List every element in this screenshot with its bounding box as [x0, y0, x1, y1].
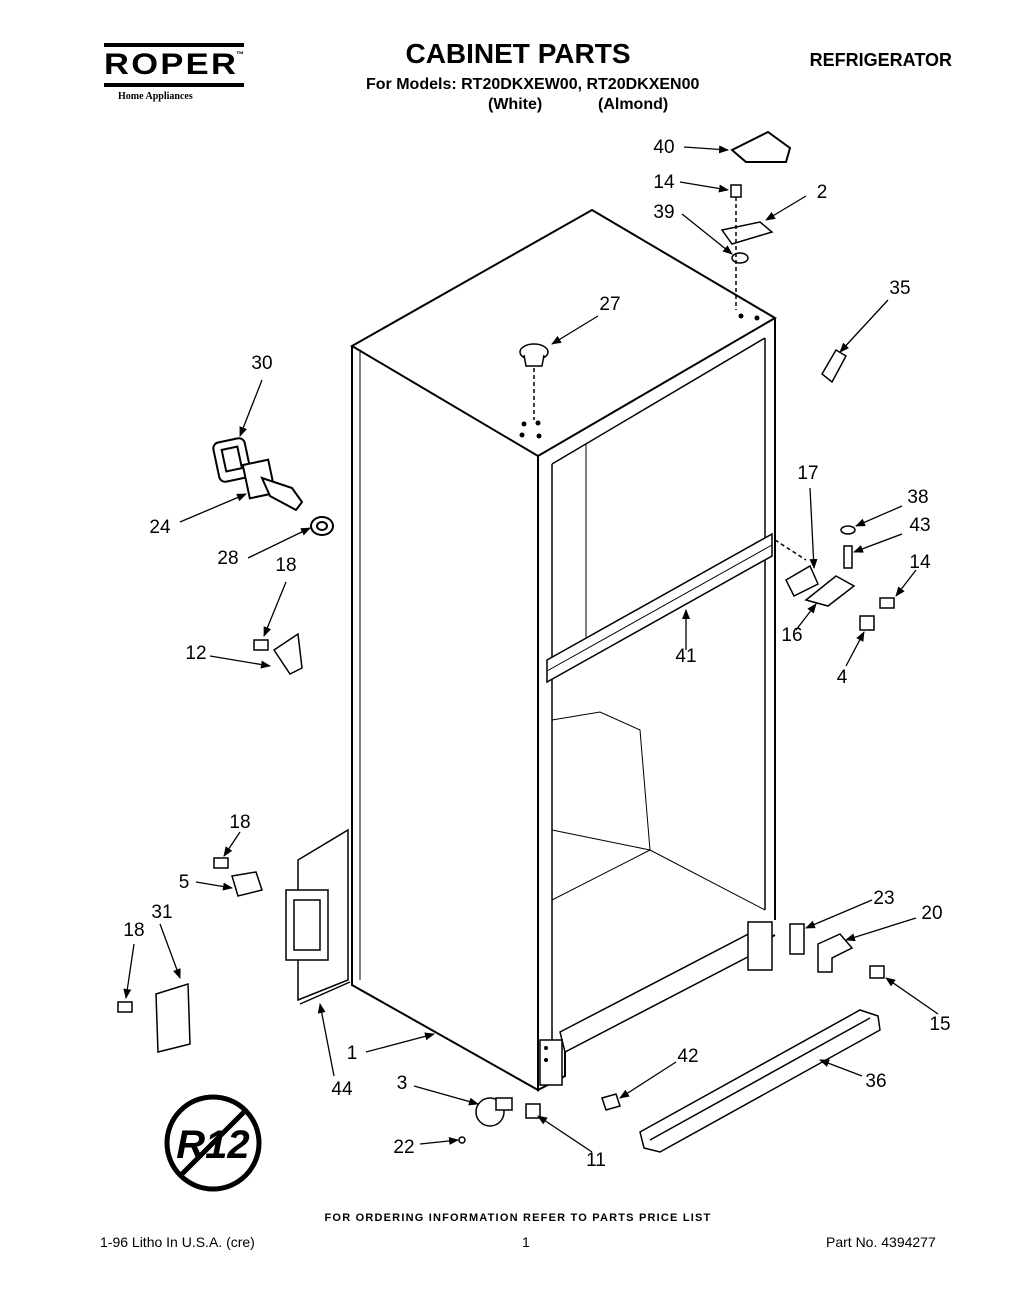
part-label-12: 12 [185, 643, 206, 664]
ordering-note: FOR ORDERING INFORMATION REFER TO PARTS … [324, 1212, 712, 1224]
part-31-cover [117, 982, 191, 1053]
part-label-20: 20 [921, 903, 942, 924]
part-label-5: 5 [179, 872, 190, 893]
cabinet-body [350, 208, 777, 1092]
part-label-2: 2 [817, 182, 828, 203]
part-label-14: 14 [653, 172, 675, 193]
part-label-31: 31 [151, 902, 172, 923]
part-label-27: 27 [599, 294, 620, 315]
part-5-clip [213, 857, 263, 897]
page-number: 1 [522, 1234, 530, 1250]
part-36-grille [639, 1009, 881, 1153]
part-label-39: 39 [653, 202, 674, 223]
part-16-hinge-assembly [774, 525, 895, 631]
part-label-36: 36 [865, 1071, 886, 1092]
part-label-35: 35 [889, 278, 910, 299]
part-label-17: 17 [797, 463, 818, 484]
part-30-24-28-handle-mounts [212, 437, 334, 536]
variant-almond: (Almond) [598, 96, 669, 113]
part-42-stop [601, 1093, 621, 1111]
part-label-14: 14 [909, 552, 931, 573]
part-35-trim-clip [821, 348, 847, 384]
part-label-42: 42 [677, 1046, 698, 1067]
part-label-1: 1 [347, 1043, 358, 1064]
leader-lines [123, 145, 939, 1153]
part-label-15: 15 [929, 1014, 950, 1035]
part-label-43: 43 [909, 515, 930, 536]
part-3-leveler [458, 1097, 541, 1144]
part-40-hinge-cover [730, 130, 792, 163]
part-label-23: 23 [873, 888, 894, 909]
part-label-28: 28 [217, 548, 238, 569]
r12-prohibited-mark: R12 [164, 1094, 262, 1192]
part-label-30: 30 [251, 353, 272, 374]
part-27-plug [519, 343, 549, 420]
part-label-18: 18 [275, 555, 296, 576]
part-label-41: 41 [675, 646, 696, 667]
brand-name: ROPER [104, 48, 239, 81]
brand-subtitle: Home Appliances [118, 91, 193, 102]
part-label-44: 44 [331, 1079, 353, 1100]
part-label-22: 22 [393, 1137, 414, 1158]
part-label-4: 4 [837, 667, 848, 688]
variant-white: (White) [488, 96, 543, 113]
part-label-18: 18 [123, 920, 144, 941]
part-12-bracket [253, 632, 303, 675]
appliance-type: REFRIGERATOR [809, 50, 952, 70]
part-44-side-panel [285, 828, 351, 1005]
part-label-11: 11 [586, 1150, 606, 1171]
part-label-18: 18 [229, 812, 250, 833]
part-2-top-hinge [720, 184, 774, 310]
part-label-38: 38 [907, 487, 928, 508]
part-label-16: 16 [781, 625, 802, 646]
part-label-3: 3 [397, 1073, 408, 1094]
part-label-24: 24 [149, 517, 171, 538]
brand-logo: ROPER ™ Home Appliances [104, 40, 244, 102]
litho-note: 1-96 Litho In U.S.A. (cre) [100, 1234, 255, 1250]
part-number: Part No. 4394277 [826, 1234, 936, 1250]
part-20-bottom-hinge [789, 923, 885, 979]
models-line: For Models: RT20DKXEW00, RT20DKXEN00 [366, 76, 700, 93]
page-title: CABINET PARTS [405, 38, 631, 69]
part-label-40: 40 [653, 137, 674, 158]
r12-mark-text: R12 [176, 1123, 249, 1167]
brand-trademark: ™ [236, 50, 244, 59]
